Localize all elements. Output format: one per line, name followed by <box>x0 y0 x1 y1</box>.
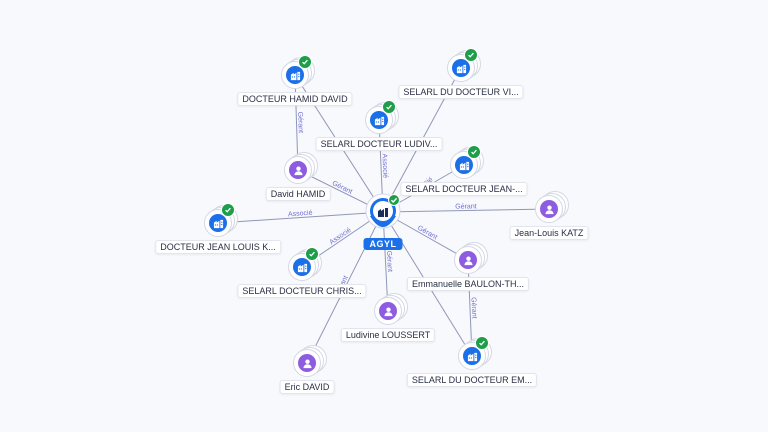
edge-label: Associé <box>288 210 313 219</box>
company-node-marker[interactable] <box>281 55 315 89</box>
node-label[interactable]: Eric DAVID <box>279 380 335 394</box>
node-label[interactable]: SELARL DU DOCTEUR VI... <box>398 85 524 99</box>
edge-jean-louis-katz-center <box>382 208 550 213</box>
verified-check-icon <box>475 336 489 350</box>
person-node-marker[interactable] <box>284 152 318 184</box>
edge-label: Gérant <box>296 112 304 134</box>
person-node-marker[interactable] <box>374 293 408 325</box>
company-node-marker[interactable] <box>204 203 238 237</box>
node-label[interactable]: SELARL DOCTEUR CHRIS... <box>237 284 367 298</box>
person-node-marker[interactable] <box>293 345 327 377</box>
company-node-marker[interactable] <box>450 145 484 179</box>
building-icon <box>455 156 473 174</box>
node-label[interactable]: Ludivine LOUSSERT <box>340 328 436 342</box>
node-label[interactable]: SELARL DOCTEUR LUDIV... <box>315 137 443 151</box>
node-label[interactable]: SELARL DU DOCTEUR EM... <box>406 373 538 387</box>
building-icon <box>209 214 227 232</box>
edge-label: Associé <box>380 153 388 178</box>
person-icon <box>289 161 307 179</box>
verified-check-icon <box>467 145 481 159</box>
node-label[interactable]: Emmanuelle BAULON-TH... <box>406 277 530 291</box>
node-label[interactable]: Jean-Louis KATZ <box>509 226 589 240</box>
center-node-label[interactable]: AGYL <box>363 238 403 250</box>
node-label[interactable]: SELARL DOCTEUR JEAN-... <box>400 182 528 196</box>
company-node-marker[interactable] <box>447 48 481 82</box>
building-icon <box>370 111 388 129</box>
verified-check-icon <box>464 48 478 62</box>
company-node-marker[interactable] <box>288 247 322 281</box>
person-icon <box>298 354 316 372</box>
verified-check-icon <box>382 100 396 114</box>
edge-label: Gérant <box>455 203 477 210</box>
building-icon <box>452 59 470 77</box>
building-icon <box>463 347 481 365</box>
verified-check-icon <box>221 203 235 217</box>
edge-label: Gérant <box>470 297 478 319</box>
center-pin-marker[interactable] <box>364 192 402 236</box>
node-label[interactable]: DOCTEUR HAMID DAVID <box>237 92 353 106</box>
person-icon <box>459 251 477 269</box>
building-icon <box>293 258 311 276</box>
edge-label: Associé <box>328 227 352 247</box>
company-node-marker[interactable] <box>458 336 492 370</box>
edge-label: Gérant <box>331 180 353 196</box>
person-icon <box>540 200 558 218</box>
edge-label: Gérant <box>385 250 393 272</box>
verified-check-icon <box>298 55 312 69</box>
person-node-marker[interactable] <box>454 242 488 274</box>
node-label[interactable]: David HAMID <box>265 187 331 201</box>
node-label[interactable]: DOCTEUR JEAN LOUIS K... <box>155 240 281 254</box>
edge-center-docteur-jean-louis <box>217 211 384 224</box>
verified-check-icon <box>305 247 319 261</box>
building-icon <box>286 66 304 84</box>
company-node-marker[interactable] <box>365 100 399 134</box>
person-node-marker[interactable] <box>535 191 569 223</box>
person-icon <box>379 302 397 320</box>
